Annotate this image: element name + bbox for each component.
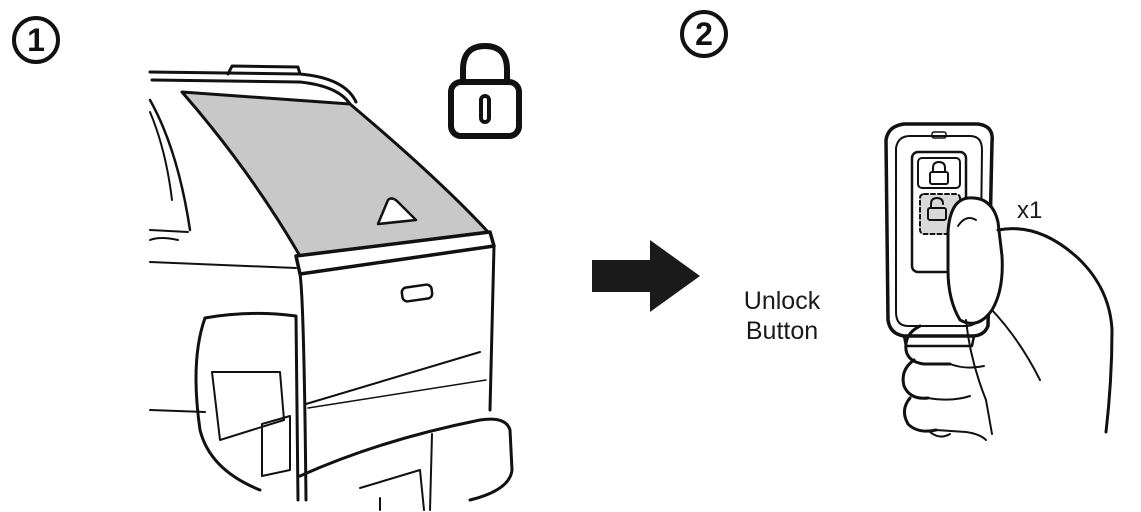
unlock-button-caption: Unlock Button [722,286,842,346]
press-count-label: x1 [1017,197,1043,224]
caption-line-2: Button [745,317,819,345]
step-number-badge-1: 1 [12,16,60,64]
step-number-1: 1 [27,22,45,58]
step-number-badge-2: 2 [680,10,728,58]
step-number-2: 2 [695,16,713,52]
caption-line-1: Unlock [743,287,821,315]
